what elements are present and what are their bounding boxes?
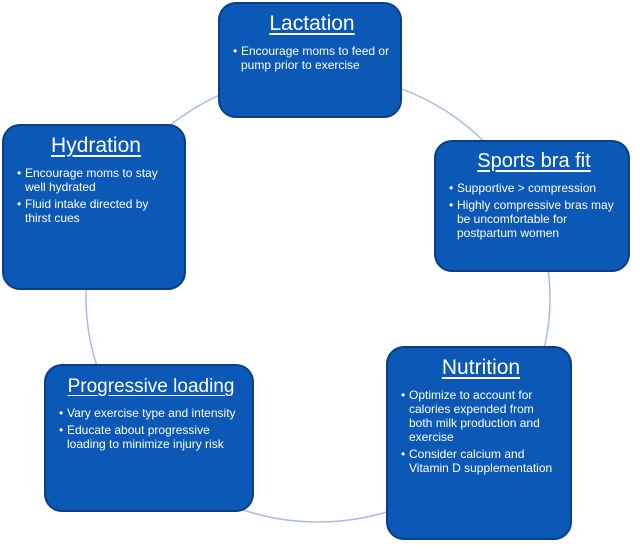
progressive-loading-box: Progressive loading Vary exercise type a… (44, 364, 254, 512)
lactation-bullets: Encourage moms to feed or pump prior to … (233, 44, 390, 72)
sports-bra-box: Sports bra fit Supportive > compression … (434, 140, 630, 272)
nutrition-bullets: Optimize to account for calories expende… (401, 388, 560, 475)
nutrition-title: Nutrition (441, 356, 521, 379)
lactation-bullet: Encourage moms to feed or pump prior to … (233, 44, 390, 72)
sports-bra-bullets: Supportive > compression Highly compress… (449, 181, 618, 240)
sports-bra-bullet: Highly compressive bras may be uncomfort… (449, 198, 618, 240)
nutrition-bullet: Optimize to account for calories expende… (401, 388, 560, 444)
hydration-bullet: Fluid intake directed by thirst cues (17, 197, 174, 225)
hydration-bullet: Encourage moms to stay well hydrated (17, 166, 174, 194)
progressive-loading-bullet: Vary exercise type and intensity (59, 406, 242, 420)
nutrition-box: Nutrition Optimize to account for calori… (386, 346, 572, 540)
nutrition-bullet: Consider calcium and Vitamin D supplemen… (401, 447, 560, 475)
progressive-loading-bullets: Vary exercise type and intensity Educate… (59, 406, 242, 451)
hydration-box: Hydration Encourage moms to stay well hy… (2, 124, 186, 290)
progressive-loading-title: Progressive loading (67, 376, 235, 397)
sports-bra-title: Sports bra fit (477, 150, 591, 172)
lactation-box: Lactation Encourage moms to feed or pump… (218, 2, 402, 118)
sports-bra-bullet: Supportive > compression (449, 181, 618, 195)
lactation-title: Lactation (269, 12, 355, 35)
hydration-title: Hydration (51, 134, 141, 157)
progressive-loading-bullet: Educate about progressive loading to min… (59, 423, 242, 451)
hydration-bullets: Encourage moms to stay well hydrated Flu… (17, 166, 174, 225)
